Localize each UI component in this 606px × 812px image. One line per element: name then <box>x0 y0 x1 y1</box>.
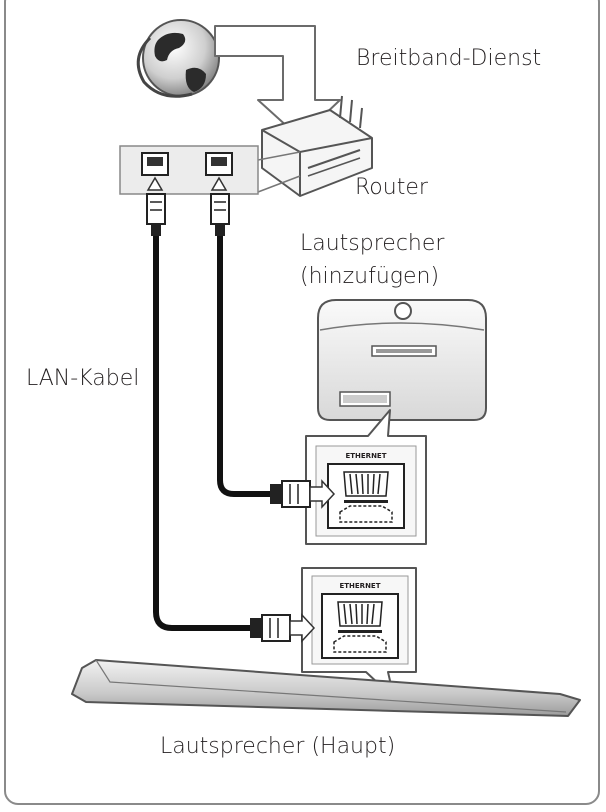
lan-cable-label: LAN-Kabel <box>26 366 140 391</box>
ethernet-port-icon <box>321 593 399 659</box>
speaker-add-label-line1: Lautsprecher <box>300 231 445 256</box>
rj45-plug-icon <box>210 193 230 236</box>
lan-cable-add <box>217 236 272 497</box>
ethernet-port-icon <box>141 152 169 176</box>
ethernet-label-main: ETHERNET <box>339 582 380 590</box>
ethernet-port-icon <box>327 463 405 529</box>
rj45-plug-icon <box>250 613 316 643</box>
ethernet-callout-main: ETHERNET <box>301 567 417 699</box>
ethernet-port-icon <box>205 152 233 176</box>
soundbar-icon <box>71 659 581 717</box>
ethernet-label-add: ETHERNET <box>345 452 386 460</box>
broadband-label: Breitband-Dienst <box>356 46 542 71</box>
router-ports-callout <box>119 145 301 195</box>
ethernet-callout-add: ETHERNET <box>305 409 427 545</box>
router-label: Router <box>355 175 428 200</box>
speaker-main-label: Lautsprecher (Haupt) <box>160 734 396 759</box>
router-icon <box>261 95 373 197</box>
speaker-add-label-line2: (hinzufügen) <box>300 264 440 289</box>
rj45-plug-icon <box>146 193 166 236</box>
broadband-arrow-icon <box>214 25 341 139</box>
rj45-plug-icon <box>270 479 336 509</box>
lan-cable-main <box>153 236 252 631</box>
globe-icon <box>136 19 220 98</box>
diagram-frame <box>4 0 600 805</box>
speaker-icon <box>317 299 487 421</box>
